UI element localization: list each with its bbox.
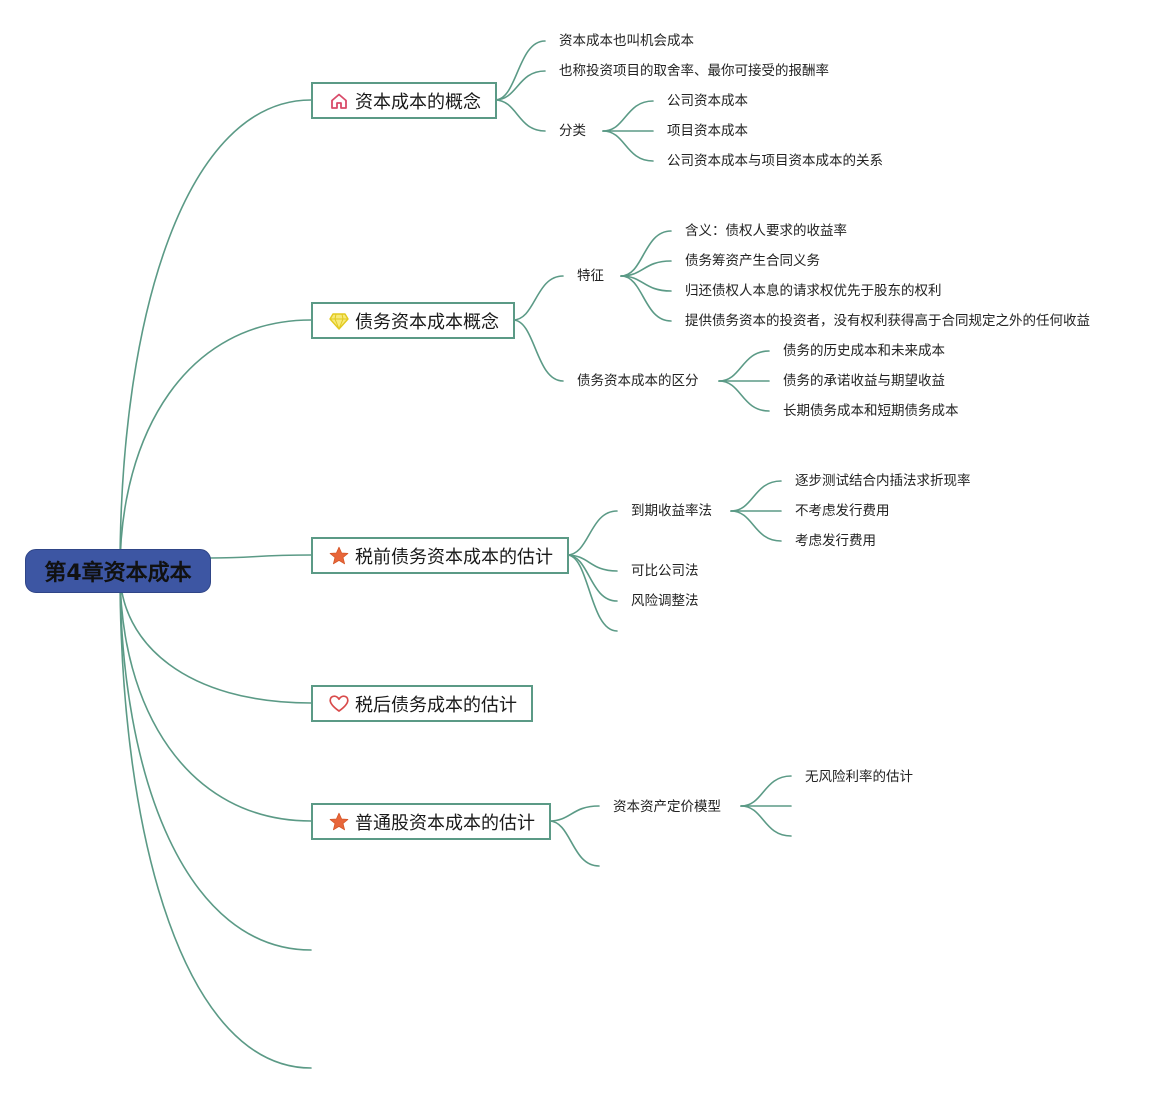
leaf-historical-future[interactable]: 债务的历史成本和未来成本 xyxy=(783,343,945,359)
topic-label: 资本成本的概念 xyxy=(355,91,481,113)
connector-leaf-leaf xyxy=(740,775,792,807)
connector-branch-leaf xyxy=(512,275,564,321)
connector-leaf-leaf xyxy=(602,130,654,162)
leaf-comparable-company[interactable]: 可比公司法 xyxy=(631,563,699,579)
leaf-ytm-method[interactable]: 到期收益率法 xyxy=(631,503,712,519)
leaf-company-cost[interactable]: 公司资本成本 xyxy=(667,93,748,109)
root-topic[interactable]: 第4章资本成本 xyxy=(25,549,211,593)
leaf-meaning[interactable]: 含义：债权人要求的收益率 xyxy=(685,223,847,239)
topic-label: 普通股资本成本的估计 xyxy=(355,812,535,834)
leaf-company-project-relation[interactable]: 公司资本成本与项目资本成本的关系 xyxy=(667,153,883,169)
connector-leaf-leaf xyxy=(730,510,782,542)
leaf-trial-interpolation[interactable]: 逐步测试结合内插法求折现率 xyxy=(795,473,971,489)
root-topic-label: 第4章资本成本 xyxy=(44,561,192,586)
star-icon xyxy=(329,812,349,832)
connector-branch-leaf xyxy=(566,554,618,602)
star-icon xyxy=(329,546,349,566)
topic-label: 税后债务成本的估计 xyxy=(355,694,517,716)
leaf-priority-claim[interactable]: 归还债权人本息的请求权优先于股东的权利 xyxy=(685,283,942,299)
leaf-risk-adjustment[interactable]: 风险调整法 xyxy=(631,593,699,609)
topic-equity-cost[interactable]: 普通股资本成本的估计 xyxy=(311,803,551,840)
connector-branch-leaf xyxy=(548,820,600,867)
leaf-promised-expected[interactable]: 债务的承诺收益与期望收益 xyxy=(783,373,945,389)
diamond-icon xyxy=(329,311,349,331)
leaf-contract-obligation[interactable]: 债务筹资产生合同义务 xyxy=(685,253,820,269)
connector-root-branch xyxy=(119,319,312,572)
connector-leaf-leaf xyxy=(718,350,770,382)
connector-root-branch xyxy=(119,570,312,951)
connector-leaf-leaf xyxy=(718,380,770,412)
connector-root-branch xyxy=(209,554,312,559)
leaf-capm[interactable]: 资本资产定价模型 xyxy=(613,799,721,815)
house-icon xyxy=(329,91,349,111)
connector-branch-leaf xyxy=(494,70,546,101)
leaf-with-issue-cost[interactable]: 考虑发行费用 xyxy=(795,533,876,549)
leaf-characteristics[interactable]: 特征 xyxy=(577,268,604,284)
connector-leaf-leaf xyxy=(620,275,672,322)
leaf-no-extra-return[interactable]: 提供债务资本的投资者，没有权利获得高于合同规定之外的任何收益 xyxy=(685,313,1090,329)
connector-leaf-leaf xyxy=(620,230,672,277)
leaf-risk-free-rate[interactable]: 无风险利率的估计 xyxy=(805,769,913,785)
connector-branch-leaf xyxy=(566,510,618,556)
connector-leaf-leaf xyxy=(602,100,654,132)
leaf-long-short-term[interactable]: 长期债务成本和短期债务成本 xyxy=(783,403,959,419)
connector-root-branch xyxy=(119,570,312,822)
leaf-opportunity-cost[interactable]: 资本成本也叫机会成本 xyxy=(559,33,694,49)
leaf-without-issue-cost[interactable]: 不考虑发行费用 xyxy=(795,503,890,519)
connector-leaf-leaf xyxy=(730,480,782,512)
connector-leaf-leaf xyxy=(740,805,792,837)
topic-debt-cost-concept[interactable]: 债务资本成本概念 xyxy=(311,302,515,339)
topic-capital-cost-concept[interactable]: 资本成本的概念 xyxy=(311,82,497,119)
connector-root-branch xyxy=(119,570,312,704)
heart-icon xyxy=(329,694,349,714)
topic-aftertax-debt-cost[interactable]: 税后债务成本的估计 xyxy=(311,685,533,722)
connector-branch-leaf xyxy=(494,99,546,132)
connector-root-branch xyxy=(119,570,312,1069)
connector-branch-leaf xyxy=(566,554,618,632)
leaf-project-cost[interactable]: 项目资本成本 xyxy=(667,123,748,139)
leaf-debt-cost-distinction[interactable]: 债务资本成本的区分 xyxy=(577,373,699,389)
topic-label: 税前债务资本成本的估计 xyxy=(355,546,553,568)
connector-root-branch xyxy=(119,99,312,572)
leaf-hurdle-rate[interactable]: 也称投资项目的取舍率、最你可接受的报酬率 xyxy=(559,63,829,79)
connector-branch-leaf xyxy=(548,805,600,822)
connector-branch-leaf xyxy=(494,40,546,101)
topic-label: 债务资本成本概念 xyxy=(355,311,499,333)
connector-branch-leaf xyxy=(512,319,564,382)
leaf-classification[interactable]: 分类 xyxy=(559,123,586,139)
topic-pretax-debt-cost[interactable]: 税前债务资本成本的估计 xyxy=(311,537,569,574)
